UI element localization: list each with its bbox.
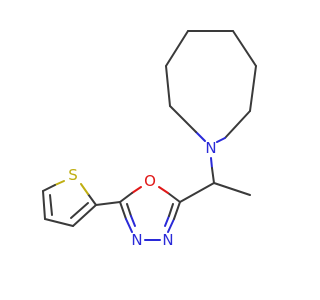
bond-azepane-4 [224, 110, 251, 139]
bond-azepane-8 [165, 65, 171, 107]
oxadiazole-ring [119, 186, 181, 241]
bond-n-ch-upper [210, 157, 213, 169]
bond-c5-n4-b [125, 218, 133, 233]
bond-c5-n4-a [119, 201, 127, 220]
bond-c2-o1-a [167, 192, 181, 203]
bond-n3-c2-b [173, 201, 181, 220]
thiophene-ring [42, 180, 97, 227]
bond-n3-c2-a [167, 218, 175, 233]
bond-c5-c4 [42, 190, 46, 220]
bond-c4-c3 [44, 218, 74, 227]
bond-c2-s-b [80, 183, 89, 195]
atom-label-oxadiazole-oxygen: O [144, 172, 156, 190]
bond-azepane-5 [216, 137, 226, 143]
bond-azepane-2 [232, 30, 257, 67]
bond-azepane-9 [165, 30, 189, 67]
azepane-ring [165, 30, 257, 143]
bond-n3-c2-double-a [164, 215, 170, 227]
atom-label-oxadiazole-nitrogen-right: N [162, 231, 173, 249]
bond-oxadiazole-thiophene [95, 201, 121, 206]
bond-c3-c2-double [70, 202, 89, 219]
bond-azepane-3 [249, 65, 257, 112]
bond-c5-c4-double [49, 194, 53, 216]
bond-s-c5-b [42, 184, 56, 192]
bond-n-ch-lower [211, 167, 215, 184]
bond-o1-c5-b [119, 192, 133, 203]
bond-s-c5-a [54, 180, 65, 186]
bond-ch-oxadiazole [179, 182, 215, 203]
atom-label-thiophene-sulfur: S [68, 166, 78, 184]
molecule-structure: N O N N S [0, 0, 300, 300]
bond-c3-c2 [72, 204, 97, 227]
bond-o1-c5-a [131, 186, 142, 194]
bond-n3-c2-double-b [168, 203, 174, 217]
bond-methyl [213, 182, 251, 196]
atom-label-oxadiazole-nitrogen-left: N [131, 231, 142, 249]
bond-azepane-6 [195, 131, 206, 142]
bond-c2-s-a [87, 193, 97, 206]
background [0, 0, 300, 300]
bond-azepane-7 [169, 105, 197, 133]
atom-label-amine-nitrogen: N [205, 139, 216, 157]
bond-c5-n4-double-a [126, 203, 132, 217]
bond-c2-o1-b [158, 186, 169, 194]
bond-c5-n4-double-b [130, 215, 136, 227]
